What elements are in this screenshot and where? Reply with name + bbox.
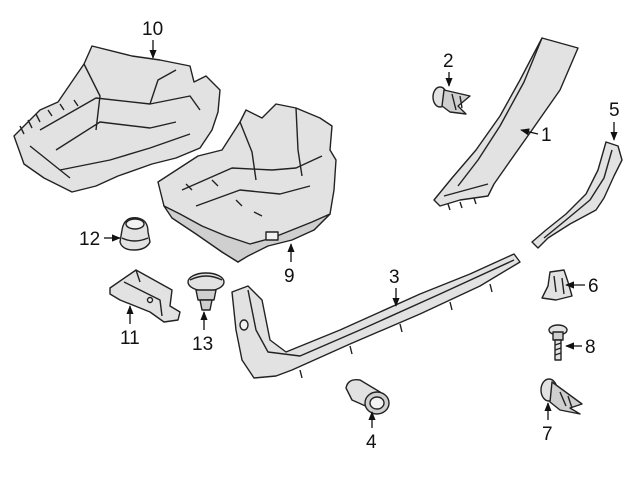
part-8-bolt[interactable] [548, 324, 568, 361]
part-9-rear-carpet[interactable] [157, 103, 337, 263]
callout-9: 9 [284, 266, 295, 287]
callout-11: 11 [120, 328, 140, 349]
part-11-bracket[interactable] [109, 269, 181, 323]
callout-8: 8 [585, 337, 596, 358]
callout-1: 1 [541, 125, 552, 146]
callout-labels: 1 2 3 4 5 6 7 8 9 10 11 12 13 [79, 19, 620, 453]
part-6-retainer-clip[interactable] [541, 269, 573, 301]
part-12-clip[interactable] [119, 217, 151, 251]
leader-lines [104, 40, 618, 428]
part-13-push-pin[interactable] [187, 272, 225, 311]
callout-12: 12 [79, 229, 100, 250]
part-7-clip[interactable] [540, 378, 583, 415]
part-10-front-carpet[interactable] [13, 45, 221, 193]
callout-2: 2 [443, 51, 454, 72]
callout-7: 7 [542, 424, 553, 445]
part-4-fastener[interactable] [345, 378, 390, 415]
callout-6: 6 [588, 276, 599, 297]
callout-3: 3 [389, 267, 400, 288]
callout-13: 13 [192, 334, 213, 355]
part-5-lower-trim[interactable] [531, 141, 623, 249]
callout-5: 5 [609, 100, 620, 121]
part-1-pillar-trim[interactable] [433, 37, 579, 211]
leader-1 [520, 128, 539, 136]
callout-4: 4 [366, 432, 377, 453]
part-3-sill-plate[interactable] [231, 253, 521, 379]
part-2-clip[interactable] [432, 86, 471, 115]
callout-10: 10 [142, 19, 163, 40]
